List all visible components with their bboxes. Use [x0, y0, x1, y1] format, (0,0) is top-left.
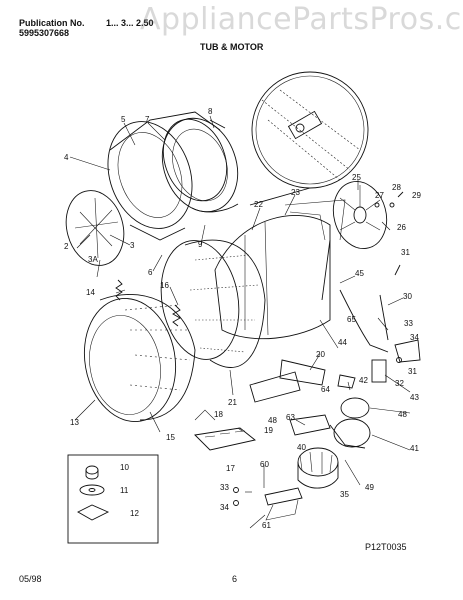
bracket-20 — [279, 359, 326, 386]
shock-absorber-right — [379, 294, 389, 341]
label-26: 26 — [397, 223, 406, 232]
label-65: 65 — [347, 315, 356, 324]
label-33-left: 33 — [220, 483, 229, 492]
label-8: 8 — [208, 107, 213, 116]
publication-number: 5995307668 — [19, 28, 70, 38]
page-number: 6 — [232, 574, 238, 584]
hardware-kit-box — [67, 454, 159, 544]
bracket-64 — [337, 374, 356, 389]
label-25: 25 — [352, 173, 361, 182]
detail-magnifier — [249, 71, 369, 206]
label-48-left: 48 — [268, 416, 277, 425]
label-49: 49 — [365, 483, 374, 492]
cover-63 — [289, 414, 331, 436]
label-33-right: 33 — [404, 319, 413, 328]
tub-support-19 — [249, 371, 301, 403]
outer-tub-rear — [214, 199, 346, 340]
watermark: AppliancePartsPros.com — [140, 2, 463, 37]
baffle-assembly — [65, 190, 125, 266]
label-29: 29 — [412, 191, 421, 200]
label-7: 7 — [145, 115, 150, 124]
model-number: 1... 3... 2.50 — [106, 18, 154, 28]
label-30: 30 — [403, 292, 412, 301]
label-16: 16 — [160, 281, 169, 290]
inner-drum — [160, 239, 266, 368]
label-14: 14 — [86, 288, 95, 297]
drive-motor — [297, 447, 339, 489]
door-seal-ring — [162, 118, 228, 202]
motor-bracket-base — [265, 499, 299, 521]
screw-34-left — [233, 500, 239, 506]
drive-pulley — [332, 181, 388, 249]
label-19: 19 — [264, 426, 273, 435]
label-20: 20 — [316, 350, 325, 359]
label-3: 3 — [130, 241, 135, 250]
leader-lines — [69, 115, 411, 529]
label-4: 4 — [64, 153, 69, 162]
label-63: 63 — [286, 413, 295, 422]
fastener-28 — [389, 202, 395, 208]
label-42: 42 — [359, 376, 368, 385]
label-64: 64 — [321, 385, 330, 394]
spring-16 — [172, 304, 181, 327]
spring-14 — [115, 279, 123, 301]
label-35: 35 — [340, 490, 349, 499]
label-41: 41 — [410, 444, 419, 453]
label-44: 44 — [338, 338, 347, 347]
label-34-left: 34 — [220, 503, 229, 512]
label-9: 9 — [198, 240, 203, 249]
part-number-labels: 2 3 3A 4 5 6 7 8 9 10 11 12 13 14 15 16 … — [64, 107, 421, 530]
label-31-bottom: 31 — [408, 367, 417, 376]
label-45: 45 — [355, 269, 364, 278]
fastener-29 — [397, 191, 404, 198]
label-28: 28 — [392, 183, 401, 192]
label-5: 5 — [121, 115, 126, 124]
screw-34-right — [396, 357, 402, 363]
shock-absorber-left — [321, 239, 331, 301]
footer-date: 05/98 — [19, 574, 42, 584]
diagram-title: TUB & MOTOR — [200, 42, 264, 52]
label-12: 12 — [130, 509, 139, 518]
fastener-27 — [374, 202, 380, 208]
label-18: 18 — [214, 410, 223, 419]
pump-hose-assembly — [329, 289, 389, 449]
bolt-31 — [394, 264, 401, 276]
label-15: 15 — [166, 433, 175, 442]
label-34-right: 34 — [410, 333, 419, 342]
label-32: 32 — [395, 379, 404, 388]
label-3a: 3A — [88, 255, 98, 264]
diagram-code: P12T0035 — [365, 542, 407, 552]
label-13: 13 — [70, 418, 79, 427]
label-10: 10 — [120, 463, 129, 472]
label-60: 60 — [260, 460, 269, 469]
label-17: 17 — [226, 464, 235, 473]
switch-assembly — [194, 409, 257, 451]
motor-bracket — [264, 487, 303, 506]
front-bellows-assembly — [107, 111, 239, 241]
pump-bracket-32 — [394, 339, 421, 363]
publication-label: Publication No. — [19, 18, 85, 28]
label-23: 23 — [291, 188, 300, 197]
label-31-top: 31 — [401, 248, 410, 257]
label-11: 11 — [120, 486, 129, 495]
label-61: 61 — [262, 521, 271, 530]
label-43: 43 — [410, 393, 419, 402]
label-21: 21 — [228, 398, 237, 407]
label-40: 40 — [297, 443, 306, 452]
label-2: 2 — [64, 242, 69, 251]
label-6: 6 — [148, 268, 153, 277]
screw-33 — [233, 487, 239, 493]
label-27: 27 — [375, 191, 384, 200]
label-48-right: 48 — [398, 410, 407, 419]
label-22: 22 — [254, 200, 263, 209]
